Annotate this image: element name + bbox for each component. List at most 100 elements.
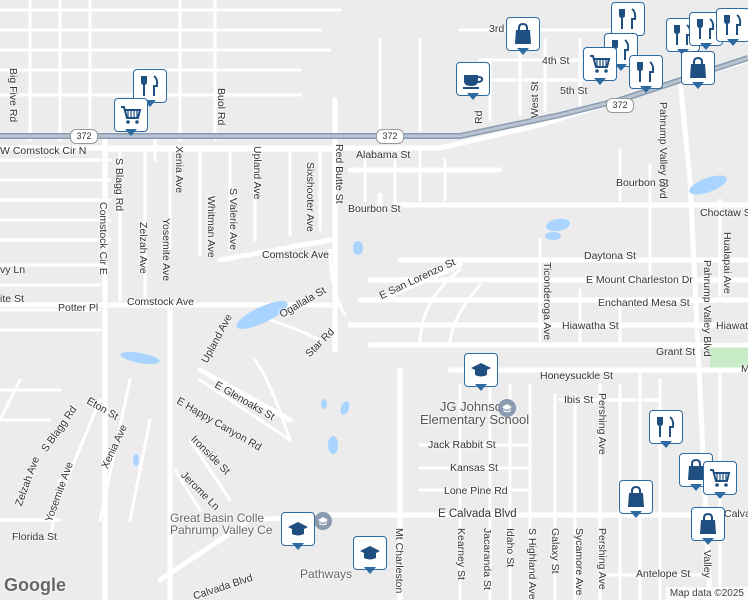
bag-marker[interactable]	[679, 453, 713, 491]
marker-pointer	[660, 441, 672, 448]
street-label: West St	[529, 81, 541, 118]
street-label: Pershing Ave	[596, 393, 608, 455]
street-label: S Valerie Ave	[227, 188, 239, 251]
marker-pointer	[364, 567, 376, 574]
street-label: Jacaranda St	[481, 528, 493, 590]
school-marker[interactable]	[281, 512, 315, 550]
shopping-bag-icon	[506, 17, 540, 51]
street-label: S Blagg Rd	[113, 158, 125, 212]
street-label: Hiawatha St	[562, 320, 619, 332]
cart-marker[interactable]	[583, 47, 617, 85]
google-logo: Google	[4, 575, 66, 595]
school-label: JG Johnson Elementary School	[420, 399, 530, 427]
street-label: Calva	[724, 508, 748, 520]
restaurant-marker[interactable]	[629, 55, 663, 93]
street-label: ite St	[0, 293, 24, 305]
shopping-cart-icon	[583, 47, 617, 81]
street-label: Valley	[701, 550, 713, 578]
marker-pointer	[517, 48, 529, 55]
restaurant-marker[interactable]	[133, 69, 167, 107]
street-label: Grant St	[656, 346, 696, 358]
school-marker[interactable]	[464, 353, 498, 391]
shopping-bag-icon	[681, 51, 715, 85]
street-label: Galaxy St	[549, 528, 561, 574]
highway-shield: 372	[606, 98, 634, 113]
restaurant-icon	[629, 55, 663, 89]
shopping-bag-icon	[619, 480, 653, 514]
map-attribution[interactable]: Map data ©2025	[665, 587, 748, 600]
street-label: Pahrump Valley Blvd	[701, 260, 713, 357]
street-label: Comstock Ave	[127, 296, 194, 308]
street-label: Sycamore Ave	[573, 528, 585, 596]
cart-marker[interactable]	[114, 98, 148, 136]
marker-pointer	[690, 484, 702, 491]
school-marker[interactable]	[353, 536, 387, 574]
cart-marker[interactable]	[703, 461, 737, 499]
street-label: E Calvada Blvd	[438, 508, 517, 520]
street-label: Red Butte St	[333, 144, 345, 204]
street-label: Antelope St	[636, 568, 691, 580]
street-label: Hiawat	[716, 320, 748, 332]
street-label: Idaho St	[504, 528, 516, 568]
marker-pointer	[615, 64, 627, 71]
street-label: Sixshooter Ave	[304, 162, 316, 232]
school-icon	[281, 512, 315, 546]
street-label: Mt Charleston	[393, 528, 405, 594]
street-label: 3rd	[489, 23, 505, 35]
street-label: Kearney St	[455, 528, 467, 580]
school-icon	[353, 536, 387, 570]
bag-marker[interactable]	[691, 507, 725, 545]
street-label: Kansas St	[450, 462, 498, 474]
street-label: Daytona St	[584, 250, 636, 262]
street-label: M	[741, 363, 748, 375]
shopping-cart-icon	[703, 461, 737, 495]
school-icon[interactable]	[314, 512, 332, 530]
street-label: Choctaw Ste	[700, 207, 748, 219]
marker-pointer	[714, 492, 726, 499]
street-label: Big Five Rd	[7, 68, 19, 123]
street-label: Lone Pine Rd	[444, 485, 508, 497]
street-label: Zelzah Ave	[137, 222, 149, 274]
street-label: Florida St	[12, 531, 57, 543]
restaurant-marker[interactable]	[649, 410, 683, 448]
street-label: Comstock Ave	[262, 249, 329, 261]
marker-pointer	[594, 78, 606, 85]
street-label: Ibis St	[564, 394, 594, 406]
restaurant-marker[interactable]	[611, 2, 645, 40]
shopping-cart-icon	[114, 98, 148, 132]
marker-pointer	[692, 82, 704, 89]
street-label: S Highland Ave	[526, 528, 538, 600]
marker-pointer	[640, 86, 652, 93]
cafe-marker[interactable]	[456, 62, 490, 100]
street-label: 5th St	[560, 85, 588, 97]
marker-pointer	[292, 543, 304, 550]
school-icon[interactable]	[498, 399, 516, 417]
marker-pointer	[125, 129, 137, 136]
highway-shield: 372	[70, 129, 98, 144]
street-label: Enchanted Mesa St	[598, 297, 690, 309]
marker-pointer	[144, 100, 156, 107]
street-label: Hualapai Ave	[721, 232, 733, 294]
street-label: W Comstock Cir N	[0, 145, 87, 157]
restaurant-marker[interactable]	[716, 8, 748, 46]
street-label: Yosemite Ave	[160, 218, 172, 282]
school-icon	[464, 353, 498, 387]
street-label: Whitman Ave	[205, 196, 217, 258]
street-label: Rd	[473, 110, 485, 124]
marker-pointer	[727, 39, 739, 46]
bag-marker[interactable]	[681, 51, 715, 89]
street-label: Jack Rabbit St	[428, 439, 496, 451]
restaurant-icon	[133, 69, 167, 103]
street-label: Upland Ave	[251, 146, 263, 200]
restaurant-icon	[611, 2, 645, 36]
street-label: Ticonderoga Ave	[541, 262, 553, 341]
cafe-icon	[456, 62, 490, 96]
street-label: Alabama St	[356, 149, 411, 161]
marker-pointer	[700, 43, 712, 50]
street-label: Pershing Ave	[596, 528, 608, 590]
street-label: 4th St	[542, 55, 570, 67]
bag-marker[interactable]	[506, 17, 540, 55]
restaurant-icon	[716, 8, 748, 42]
bag-marker[interactable]	[619, 480, 653, 518]
